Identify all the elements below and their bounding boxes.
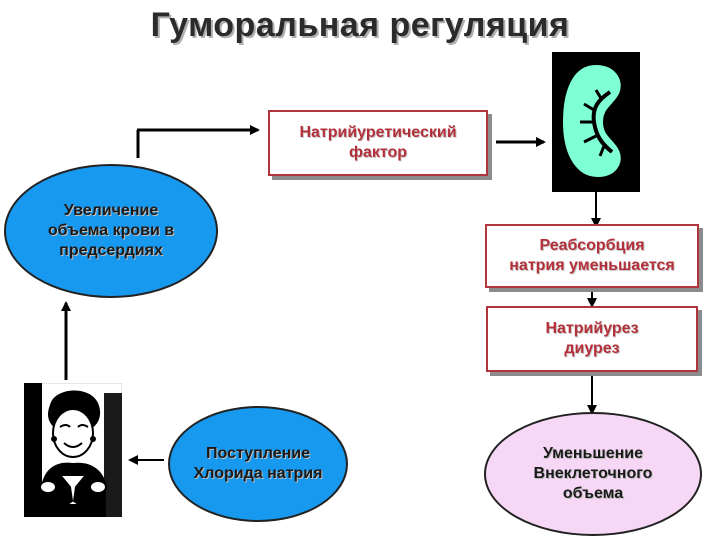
kidney-icon [552, 52, 640, 192]
natriuresis-diuresis-box: Натрийурез диурез [486, 306, 698, 372]
natriuresis-diuresis-label: Натрийурез диурез [545, 320, 639, 357]
blood-volume-increase-node: Увеличение объема крови в предсердиях [4, 164, 218, 298]
blood-volume-increase-label: Увеличение объема крови в предсердиях [47, 202, 175, 259]
sodium-chloride-intake-node: Поступление Хлорида натрия [168, 406, 348, 522]
natriuretic-factor-label: Натрийуретический фактор [299, 124, 457, 161]
extracellular-volume-decrease-node: Уменьшение Внеклеточного объема [484, 412, 702, 536]
sodium-reabsorption-box: Реабсорбция натрия уменьшается [485, 224, 699, 288]
page-title: Гуморальная регуляция [150, 6, 570, 44]
sodium-reabsorption-label: Реабсорбция натрия уменьшается [509, 237, 675, 274]
woman-drinking-illustration [24, 383, 122, 517]
arrow-ellipse-to-factor [136, 125, 260, 158]
sodium-chloride-intake-label: Поступление Хлорида натрия [193, 445, 323, 482]
natriuretic-factor-box: Натрийуретический фактор [268, 110, 488, 176]
extracellular-volume-decrease-label: Уменьшение Внеклеточного объема [533, 445, 653, 502]
